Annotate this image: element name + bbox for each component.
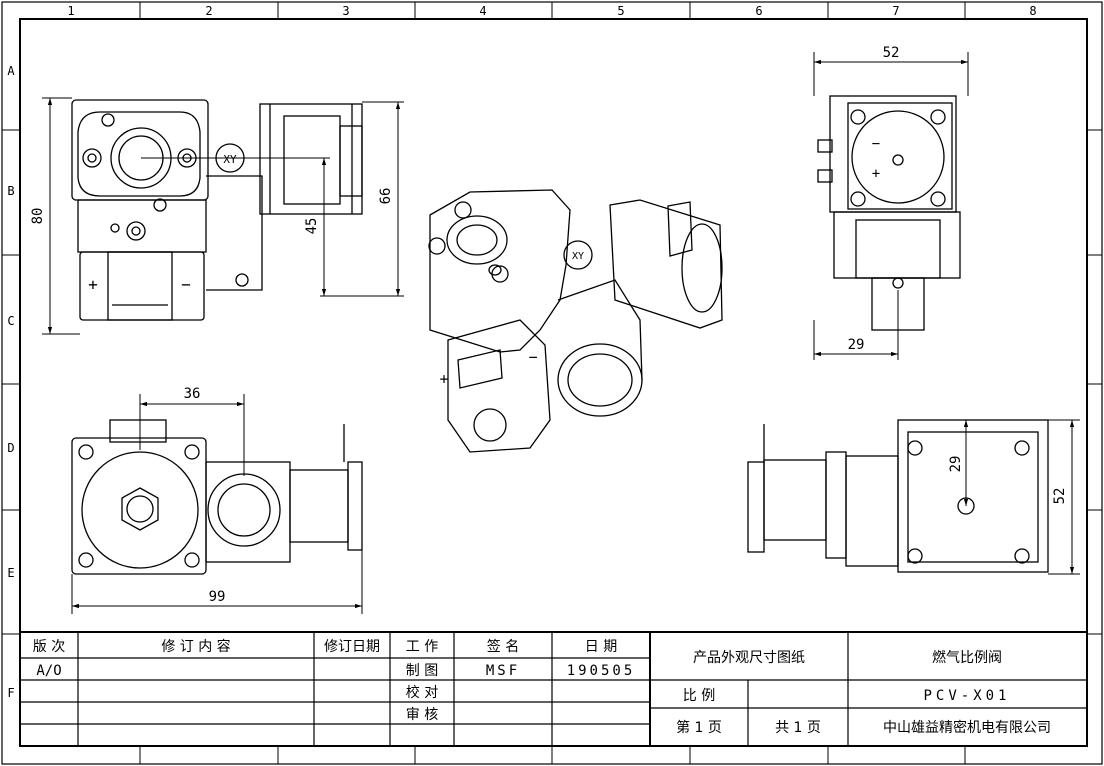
front-view-marks: XY + −	[88, 153, 237, 294]
row1-signature: MSF	[486, 663, 520, 679]
zone-top-3: 3	[342, 4, 349, 18]
front-logo-mark: XY	[223, 153, 237, 166]
side-view-marks: − +	[872, 136, 880, 182]
zone-top-6: 6	[755, 4, 762, 18]
dim-bottom-length: 99	[209, 589, 226, 605]
row2-work: 校 对	[406, 684, 438, 701]
zone-left-e: E	[7, 566, 14, 580]
total-label: 共 1 页	[775, 720, 821, 736]
side-plus-mark: +	[872, 166, 880, 182]
dim-top-width: 52	[883, 45, 900, 61]
rear-view-dim-labels: 29 52	[948, 456, 1068, 505]
page-label: 第 1 页	[676, 719, 722, 736]
iso-minus-mark: −	[528, 348, 537, 366]
header-date: 日 期	[585, 639, 617, 655]
zone-labels-left: A B C D E F	[7, 64, 15, 700]
header-version: 版 次	[33, 639, 65, 655]
zone-left-c: C	[7, 314, 14, 328]
zone-top-2: 2	[205, 4, 212, 18]
isometric-view	[428, 189, 723, 453]
rear-view	[747, 419, 1049, 573]
zone-labels-top: 1 2 3 4 5 6 7 8	[67, 4, 1036, 18]
title-block-text: 版 次 修 订 内 容 修订日期 工 作 签 名 日 期 A/O 制 图 MSF…	[33, 638, 1051, 736]
row1-version: A/O	[36, 663, 61, 679]
dim-right-offset: 29	[848, 337, 865, 353]
part-number: PCV-X01	[923, 688, 1010, 704]
zone-top-8: 8	[1029, 4, 1036, 18]
rear-view-dimensions	[963, 419, 1080, 575]
front-view	[71, 99, 363, 321]
dim-front-height: 80	[30, 208, 46, 225]
bottom-view-dimensions	[71, 394, 363, 614]
zone-top-4: 4	[479, 4, 486, 18]
zone-left-b: B	[7, 184, 14, 198]
front-minus-mark: −	[181, 275, 191, 294]
iso-plus-mark: +	[439, 370, 448, 388]
side-view	[817, 95, 961, 331]
dim-rear-offset: 29	[948, 456, 964, 473]
front-view-dim-labels: 80 66 45	[30, 188, 394, 235]
zone-left-d: D	[7, 441, 14, 455]
front-plus-mark: +	[88, 275, 98, 294]
header-revision-date: 修订日期	[324, 639, 380, 655]
dim-front-center-height: 45	[304, 218, 320, 235]
dim-rear-height: 52	[1052, 488, 1068, 505]
header-signature: 签 名	[487, 638, 519, 655]
isometric-view-marks: XY + −	[439, 251, 584, 388]
zone-left-f: F	[7, 686, 14, 700]
side-view-dim-labels: 52 29	[848, 45, 900, 353]
iso-logo-mark: XY	[572, 251, 584, 262]
row1-work: 制 图	[406, 663, 438, 679]
dim-front-coil-height: 66	[378, 188, 394, 205]
drawing-title: 产品外观尺寸图纸	[693, 650, 805, 666]
front-view-dimensions	[42, 97, 404, 335]
header-work: 工 作	[406, 639, 438, 655]
bottom-view	[71, 419, 363, 575]
product-name: 燃气比例阀	[932, 649, 1002, 666]
scale-label: 比 例	[683, 688, 715, 704]
header-revision-content: 修 订 内 容	[161, 638, 230, 655]
zone-top-7: 7	[892, 4, 899, 18]
bottom-view-dim-labels: 36 99	[184, 386, 226, 605]
row1-date: 190505	[567, 663, 636, 679]
row3-work: 审 核	[406, 707, 438, 723]
zone-top-5: 5	[617, 4, 624, 18]
zone-left-a: A	[7, 64, 15, 78]
title-block-grid	[20, 631, 1087, 746]
side-view-dimensions	[813, 52, 969, 360]
dim-bottom-offset: 36	[184, 386, 201, 402]
zone-top-1: 1	[67, 4, 74, 18]
side-minus-mark: −	[872, 136, 880, 152]
company-name: 中山雄益精密机电有限公司	[883, 719, 1051, 736]
